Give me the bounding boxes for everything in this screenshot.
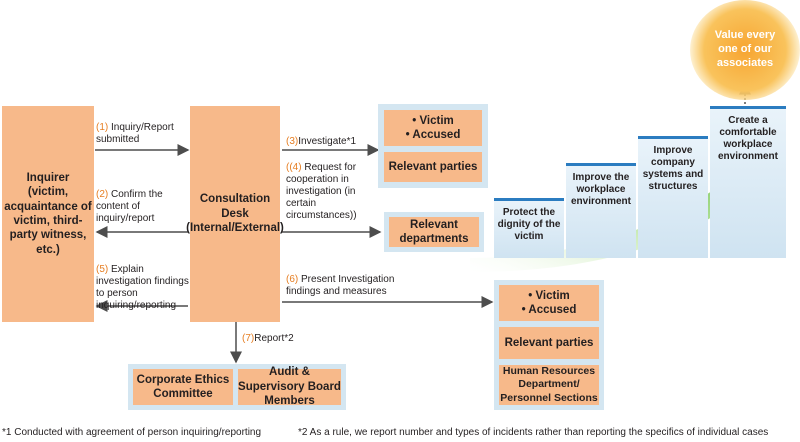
investigate-relevant-parties: Relevant parties <box>384 152 482 182</box>
step-protect-dignity: Protect the dignity of the victim <box>494 198 564 258</box>
flow-label-3: (3)Investigate*1 <box>286 136 357 147</box>
flow-label-1: (1) Inquiry/Report submitted <box>96 122 174 145</box>
corporate-ethics-committee-box: Corporate Ethics Committee <box>133 369 233 405</box>
step-improve-systems: Improve company systems and structures <box>638 136 708 258</box>
inquirer-box: Inquirer (victim, acquaintance of victim… <box>2 106 94 322</box>
audit-board-box: Audit & Supervisory Board Members <box>238 366 341 408</box>
findings-hr-department: Human Resources Department/ Personnel Se… <box>499 365 599 405</box>
consultation-desk-box: Consultation Desk (Internal/External) <box>186 106 284 322</box>
inquirer-detail: (victim, acquaintance of victim, third-p… <box>4 186 92 256</box>
inquirer-title: Inquirer <box>26 171 70 184</box>
investigate-victim: • Victim <box>412 114 454 127</box>
step-create-comfortable: Create a comfortable workplace environme… <box>710 106 786 258</box>
flow-label-7: (7)Report*2 <box>242 333 294 344</box>
footnote-1: *1 Conducted with agreement of person in… <box>2 427 262 438</box>
step-improve-workplace: Improve the workplace environment <box>566 163 636 258</box>
findings-accused: • Accused <box>521 304 577 316</box>
footnote-2: *2 As a rule, we report number and types… <box>298 427 769 438</box>
findings-relevant-parties: Relevant parties <box>499 327 599 359</box>
flow-label-2: (2) Confirm the content of inquiry/repor… <box>96 189 163 224</box>
investigate-accused: • Accused <box>405 129 461 141</box>
flow-label-4: ((4) Request for cooperation in investig… <box>286 162 357 221</box>
findings-victim-accused: • Victim • Accused <box>499 285 599 321</box>
investigate-victim-accused: • Victim • Accused <box>384 110 482 146</box>
flow-label-5: (5) Explain investigation findings to pe… <box>96 264 189 311</box>
relevant-departments-box: Relevant departments <box>389 217 479 247</box>
flow-label-6: (6) Present Investigation findings and m… <box>286 274 395 297</box>
value-circle: Value every one of our associates <box>690 0 800 100</box>
value-circle-text: Value every one of our associates <box>714 29 776 69</box>
findings-victim: • Victim <box>528 289 570 302</box>
